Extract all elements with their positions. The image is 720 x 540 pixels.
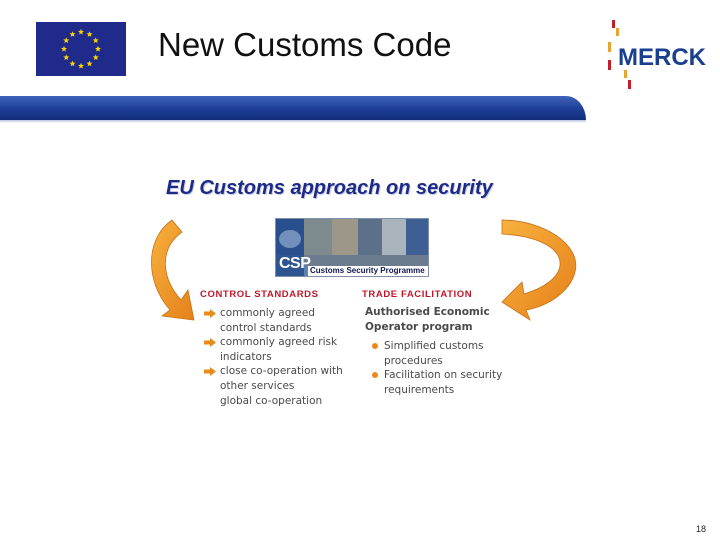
aeo-program-title: Authorised Economic Operator program: [365, 306, 490, 333]
merck-logo: MERCK: [604, 18, 714, 92]
list-item: commonly agreed risk indicators: [202, 335, 352, 364]
list-item: commonly agreed control standards: [202, 306, 352, 335]
eu-star-icon: [77, 62, 85, 69]
slide-title: New Customs Code: [158, 26, 452, 63]
bullet-dot-icon: [372, 343, 378, 349]
csp-caption: Customs Security Programme: [308, 266, 428, 276]
eu-star-icon: [69, 60, 76, 67]
eu-star-icon: [77, 28, 85, 35]
merck-wordmark: MERCK: [618, 44, 707, 71]
eu-star-icon: [63, 37, 70, 44]
trade-facilitation-list: Simplified customs procedures Facilitati…: [365, 339, 525, 397]
control-standards-list: commonly agreed control standards common…: [202, 306, 352, 408]
page-number: 18: [696, 524, 707, 534]
arrow-icon: [204, 367, 216, 377]
list-item-text: Simplified customs procedures: [384, 340, 484, 367]
arrow-icon: [204, 338, 216, 348]
list-item-text: Facilitation on security requirements: [384, 369, 503, 396]
logo-mark-red-top: [612, 20, 615, 28]
list-item-text: commonly agreed control standards: [220, 307, 315, 334]
list-item-text: commonly agreed risk indicators: [220, 336, 338, 363]
logo-mark-red-left: [608, 60, 611, 70]
title-bar-shadow: [0, 120, 586, 123]
eu-stars: [60, 28, 102, 69]
bullet-dot-icon: [372, 372, 378, 379]
eu-flag-icon: [36, 22, 126, 76]
customs-security-graphic: EU Customs approach on security CSP Cust…: [150, 170, 590, 420]
list-item-text: close co-operation with other services: [220, 365, 343, 392]
csp-label: CSP: [279, 255, 311, 272]
list-item: close co-operation with other services: [202, 364, 352, 393]
eu-star-icon: [94, 45, 102, 52]
list-item: global co-operation: [202, 394, 352, 409]
list-item-text: global co-operation: [220, 394, 323, 407]
eu-star-icon: [63, 54, 70, 61]
right-cycle-arrow-icon: [501, 219, 577, 322]
logo-mark-yellow-left: [608, 42, 611, 52]
csp-photo-tiles: [276, 219, 428, 276]
arrow-icon: [204, 309, 216, 318]
control-standards-heading: CONTROL STANDARDS: [200, 289, 319, 300]
list-item: Simplified customs procedures: [365, 339, 525, 368]
eu-star-icon: [92, 37, 99, 44]
list-item: Facilitation on security requirements: [365, 368, 525, 397]
eu-star-icon: [92, 54, 99, 61]
graphic-heading: EU Customs approach on security: [166, 177, 493, 199]
logo-mark-yellow-bottom: [624, 70, 627, 78]
title-bar: [0, 96, 586, 120]
csp-photo-collage: CSP Customs Security Programme: [275, 218, 429, 277]
eu-star-icon: [69, 31, 76, 37]
cycle-arrows: [151, 219, 577, 322]
left-cycle-arrow-icon: [151, 219, 195, 321]
eu-star-icon: [60, 45, 68, 52]
eu-star-icon: [86, 60, 93, 67]
logo-mark-yellow: [616, 28, 619, 36]
eu-star-icon: [86, 31, 93, 37]
trade-facilitation-heading: TRADE FACILITATION: [362, 289, 473, 300]
logo-mark-red-bottom: [628, 80, 631, 89]
